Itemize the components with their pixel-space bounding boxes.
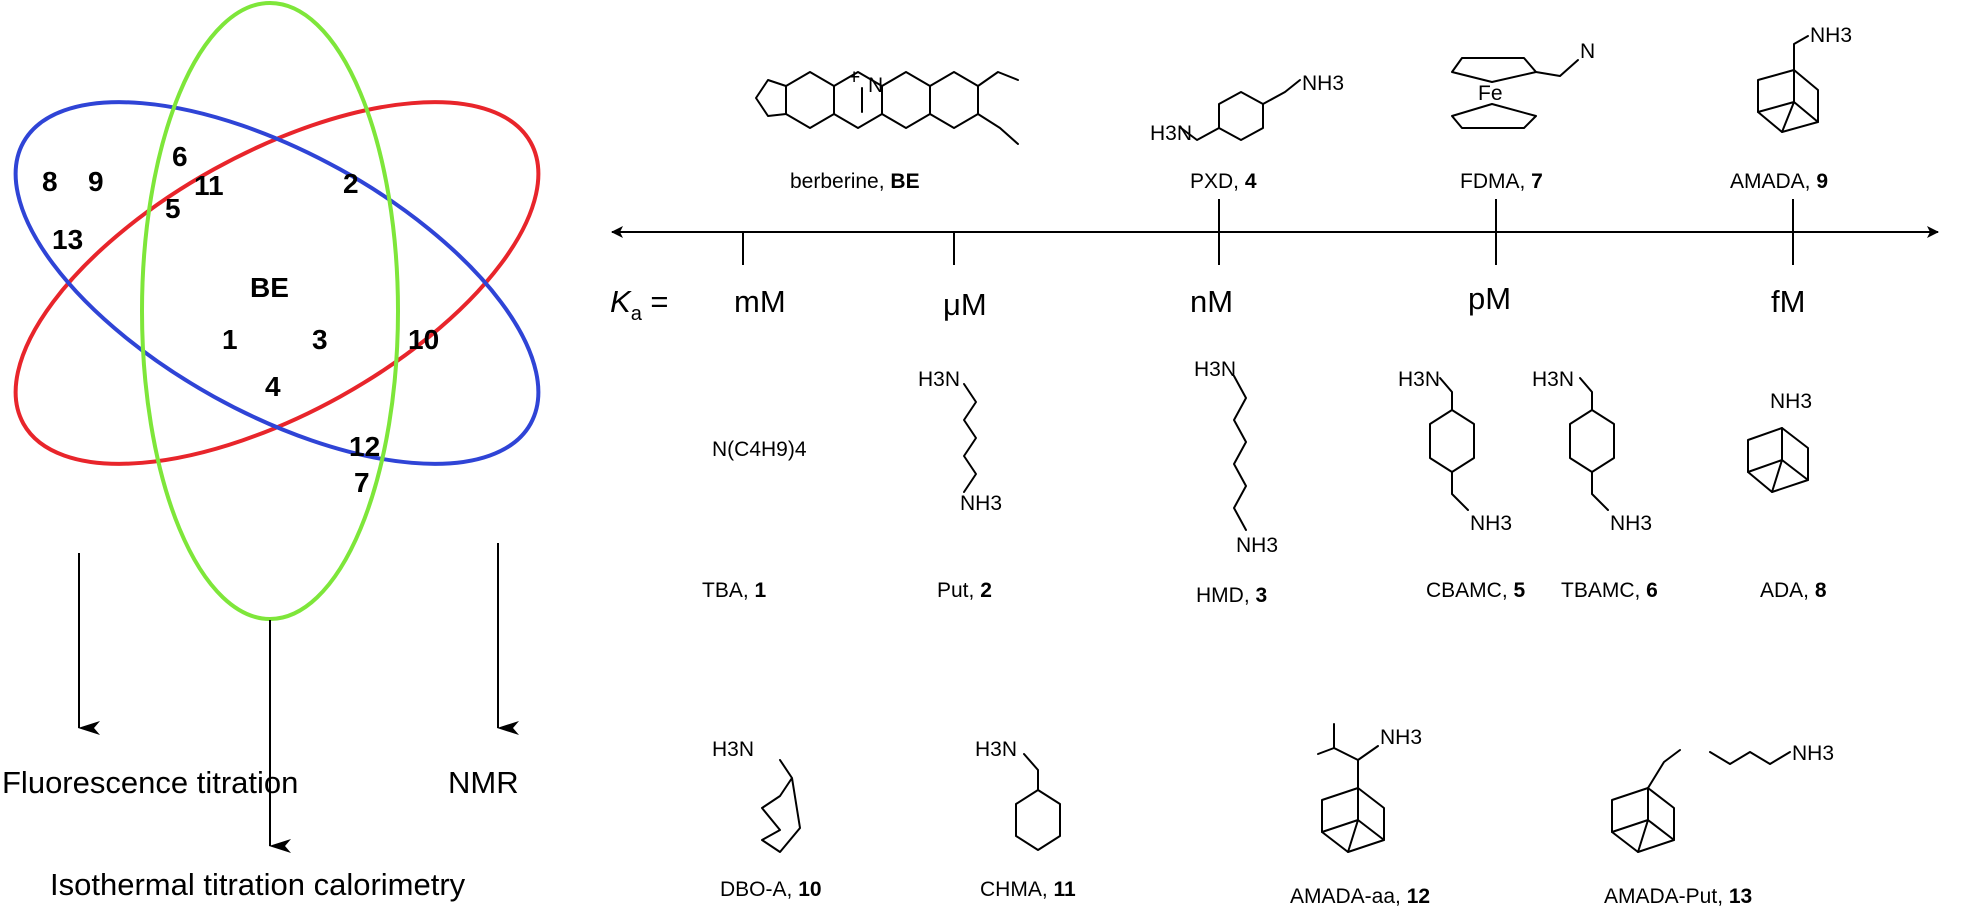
venn-label-12: 12 (349, 431, 380, 462)
put-nh3: NH3 (960, 492, 1002, 515)
structure-chma: H3N (975, 738, 1061, 851)
compound-label-7: FDMA, 7 (1460, 170, 1543, 193)
compound-label-8: ADA, 8 (1760, 579, 1827, 602)
venn-label-1: 1 (222, 324, 238, 355)
structure-amada-put: NH3 (1611, 742, 1834, 853)
compound-label-11: CHMA, 11 (980, 878, 1076, 901)
compound-label-3: HMD, 3 (1196, 584, 1267, 607)
unit-uM: μM (943, 287, 987, 322)
compound-label-12: AMADA-aa, 12 (1290, 885, 1430, 907)
venn-label-BE: BE (250, 272, 289, 303)
fdma-n: N (1580, 40, 1595, 63)
venn-label-4: 4 (265, 371, 281, 402)
pxd-nh3: NH3 (1302, 72, 1344, 95)
venn-label-9: 9 (88, 166, 104, 197)
venn-label-7: 7 (354, 467, 370, 498)
compound-label-5: CBAMC, 5 (1426, 579, 1526, 602)
structure-amada: NH3 (1757, 24, 1852, 133)
structure-tba: N(C4H9)4 (712, 438, 807, 461)
structure-berberine: N + (755, 66, 1019, 145)
unit-mM: mM (734, 284, 786, 319)
ka-scale: Ka = mM μM nM pM fM (610, 199, 1939, 325)
structure-tbamc: H3N NH3 (1532, 368, 1652, 535)
hmd-h3n: H3N (1194, 358, 1236, 381)
structure-fdma: Fe N (1451, 40, 1595, 129)
amada-nh3: NH3 (1810, 24, 1852, 47)
method-itc: Isothermal titration calorimetry (50, 867, 466, 902)
venn-ellipse-itc (140, 1, 400, 621)
ada-nh3: NH3 (1770, 390, 1812, 413)
compound-label-9: AMADA, 9 (1730, 170, 1828, 193)
unit-pM: pM (1468, 281, 1511, 316)
venn-ellipse-nmr (13, 100, 541, 466)
method-nmr: NMR (448, 765, 519, 800)
venn-label-8: 8 (42, 166, 58, 197)
venn-label-10: 10 (408, 324, 439, 355)
amadaput-nh3: NH3 (1792, 742, 1834, 765)
cbamc-nh3: NH3 (1470, 512, 1512, 535)
venn-ellipse-fluorescence (13, 100, 541, 466)
amadaaa-nh3: NH3 (1380, 726, 1422, 749)
ka-label: Ka = (610, 284, 669, 325)
venn-label-13: 13 (52, 224, 83, 255)
be-plus: + (848, 66, 860, 89)
chma-h3n: H3N (975, 738, 1017, 761)
structure-put: H3N NH3 (918, 368, 1002, 515)
structure-dbo-a: H3N (712, 738, 801, 853)
fdma-fe: Fe (1478, 82, 1503, 105)
unit-fM: fM (1771, 284, 1805, 319)
dboa-h3n: H3N (712, 738, 754, 761)
venn-label-5: 5 (165, 193, 181, 224)
put-h3n: H3N (918, 368, 960, 391)
compound-label-10: DBO-A, 10 (720, 878, 822, 901)
cbamc-h3n: H3N (1398, 368, 1440, 391)
method-fluorescence: Fluorescence titration (2, 765, 298, 800)
tbamc-h3n: H3N (1532, 368, 1574, 391)
tba-formula: N(C4H9)4 (712, 438, 807, 461)
compound-label-13: AMADA-Put, 13 (1604, 885, 1752, 907)
structure-ada: NH3 (1747, 390, 1812, 493)
hmd-nh3: NH3 (1236, 534, 1278, 557)
compound-label-4: PXD, 4 (1190, 170, 1257, 193)
venn-label-3: 3 (312, 324, 328, 355)
venn-diagram: 8 9 13 6 11 5 2 BE 1 3 4 10 12 7 Fluores… (2, 1, 541, 902)
tbamc-nh3: NH3 (1610, 512, 1652, 535)
compound-label-2: Put, 2 (937, 579, 992, 602)
structure-amada-aa: NH3 (1317, 723, 1422, 853)
venn-label-11: 11 (194, 170, 224, 201)
venn-label-6: 6 (172, 141, 188, 172)
venn-label-2: 2 (343, 168, 359, 199)
structure-cbamc: H3N NH3 (1398, 368, 1512, 535)
compound-label-1: TBA, 1 (702, 579, 767, 602)
compound-label-6: TBAMC, 6 (1561, 579, 1658, 602)
compound-label-be: berberine, BE (790, 170, 920, 193)
unit-nM: nM (1190, 284, 1233, 319)
structure-pxd: H3N NH3 (1150, 72, 1344, 145)
pxd-h3n: H3N (1150, 122, 1192, 145)
structure-hmd: H3N NH3 (1194, 358, 1278, 557)
be-n-plus: N (868, 74, 883, 97)
